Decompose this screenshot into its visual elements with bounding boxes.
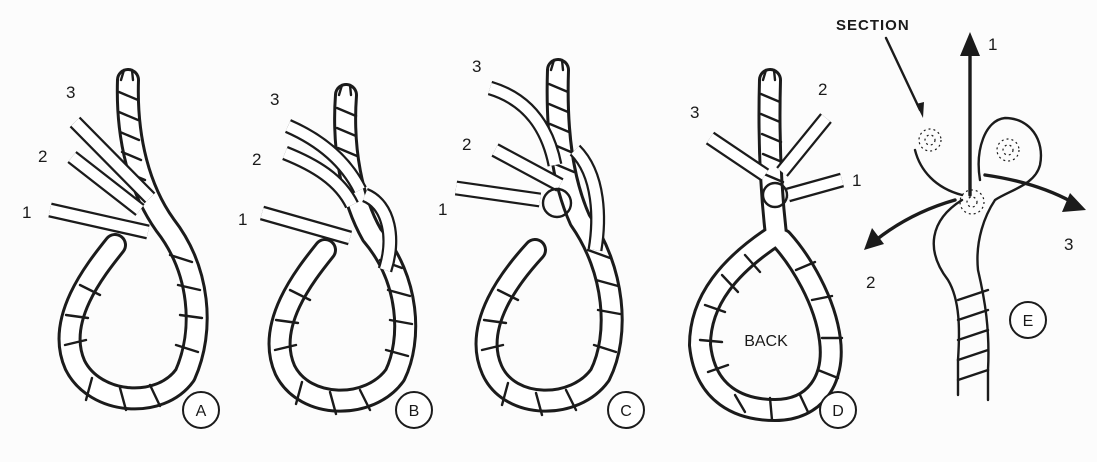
panel-d: 3 2 1 BACK D xyxy=(690,70,861,428)
strand-label-2: 2 xyxy=(818,80,827,99)
arrowhead-2 xyxy=(864,228,884,250)
strand-label-1: 1 xyxy=(852,171,861,190)
panel-b: 3 2 1 B xyxy=(238,85,432,428)
panel-c: 3 2 1 C xyxy=(438,57,644,428)
strand-label-3: 3 xyxy=(1064,235,1073,254)
strand-label-3: 3 xyxy=(472,57,481,76)
arrow-2 xyxy=(876,200,955,240)
strand-label-2: 2 xyxy=(252,150,261,169)
panel-b-caption: B xyxy=(409,403,420,420)
strand-label-2: 2 xyxy=(462,135,471,154)
arrowhead-1 xyxy=(960,32,980,56)
rope-a xyxy=(65,70,202,410)
arrowhead-3 xyxy=(1062,193,1086,212)
panel-c-caption: C xyxy=(620,403,632,420)
strand-label-1: 1 xyxy=(988,35,997,54)
panel-a: 3 2 1 A xyxy=(22,70,219,428)
panel-e-caption: E xyxy=(1023,313,1034,330)
back-label: BACK xyxy=(744,333,788,350)
strand-label-2: 2 xyxy=(38,147,47,166)
section-drawing xyxy=(864,32,1086,400)
panel-a-caption: A xyxy=(196,403,207,420)
strand-label-1: 1 xyxy=(238,210,247,229)
strand-label-2: 2 xyxy=(866,273,875,292)
panel-d-caption: D xyxy=(832,403,844,420)
strand-label-3: 3 xyxy=(690,103,699,122)
panel-e: SECTION 1 2 3 E xyxy=(836,17,1086,400)
section-label: SECTION xyxy=(836,17,910,34)
strand-label-1: 1 xyxy=(22,203,31,222)
strand-label-1: 1 xyxy=(438,200,447,219)
strand-label-3: 3 xyxy=(270,90,279,109)
strand-label-3: 3 xyxy=(66,83,75,102)
